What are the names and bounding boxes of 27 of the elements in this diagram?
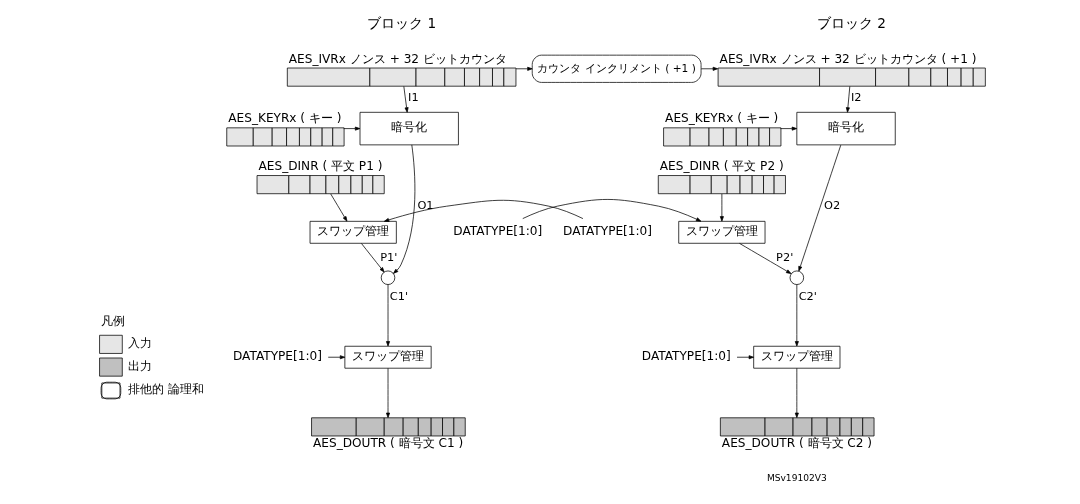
node-text: DATATYPE[1:0] (453, 224, 543, 239)
node-label: AES_DOUTR ( 暗号文 C1 ) (313, 436, 464, 451)
node-label: AES_IVRx ノンス + 32 ビットカウンタ ( +1 ) (719, 51, 977, 66)
edge-label: O2 (823, 197, 841, 212)
node-text: DATATYPE[1:0] (233, 349, 322, 364)
edge-label: O1 (417, 197, 434, 212)
edge-label: C1' (389, 288, 409, 303)
node-label: AES_KEYRx ( キー ) (228, 111, 342, 126)
edge-label: P2' (776, 250, 794, 265)
legend-label: 入力 (128, 336, 153, 351)
node-label: AES_DOUTR ( 暗号文 C2 ) (721, 436, 873, 451)
node-text: DATATYPE[1:0] (641, 349, 731, 364)
legend-label: 出力 (128, 358, 153, 373)
node-label: AES_DINR ( 平文 P2 ) (659, 159, 784, 174)
node-label: AES_KEYRx ( キー ) (665, 111, 779, 126)
label: 凡例 (101, 314, 126, 329)
label: MSv19102V3 (766, 473, 827, 484)
edge-label: P1' (380, 250, 398, 265)
label: ブロック 2 (816, 15, 886, 32)
node-text: DATATYPE[1:0] (563, 224, 653, 239)
node-label: AES_DINR ( 平文 P1 ) (258, 159, 383, 174)
label: ブロック 1 (367, 15, 437, 32)
edge-label: I1 (408, 90, 419, 105)
legend-label: 排他的 論理和 (128, 382, 205, 397)
edge-label: C2' (798, 288, 817, 303)
node-label: AES_IVRx ノンス + 32 ビットカウンタ (288, 51, 507, 66)
edge-label: I2 (850, 90, 862, 105)
